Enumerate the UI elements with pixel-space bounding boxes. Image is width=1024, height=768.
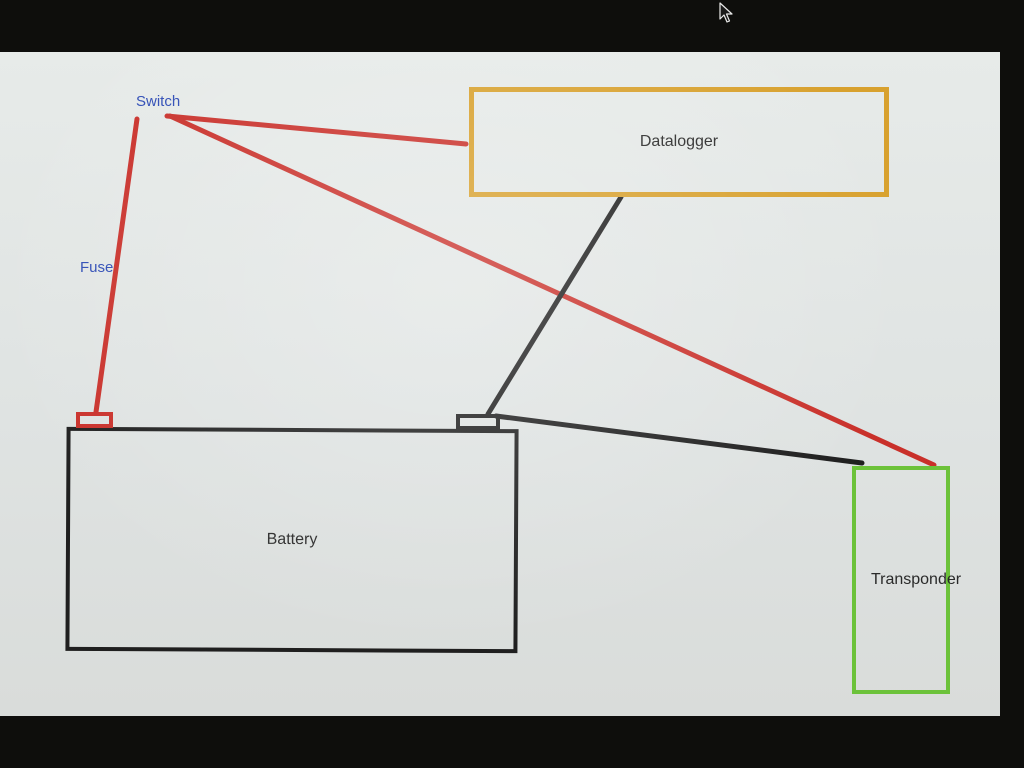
wire-fuse-to-switch (93, 116, 140, 415)
battery-label: Battery (266, 530, 318, 549)
arrow-cursor-icon (719, 2, 733, 23)
battery-positive-terminal (76, 412, 113, 428)
wiring-diagram-canvas: Datalogger Battery Transponder Switch Fu… (0, 52, 1000, 716)
datalogger-box: Datalogger (469, 87, 889, 197)
battery-negative-terminal (456, 414, 500, 430)
transponder-box: Transponder (852, 466, 961, 694)
datalogger-label: Datalogger (639, 133, 719, 150)
fuse-label: Fuse (80, 259, 114, 276)
transponder-label: Transponder (870, 571, 962, 588)
switch-label: Switch (136, 93, 181, 110)
battery-box: Battery (65, 426, 519, 654)
wires-layer (93, 113, 937, 468)
wire-switch-to-datalogger (164, 113, 469, 147)
wire-negative-to-transponder (493, 413, 865, 466)
wire-switch-to-transponder (167, 113, 937, 468)
wire-negative-to-datalogger (485, 194, 624, 417)
